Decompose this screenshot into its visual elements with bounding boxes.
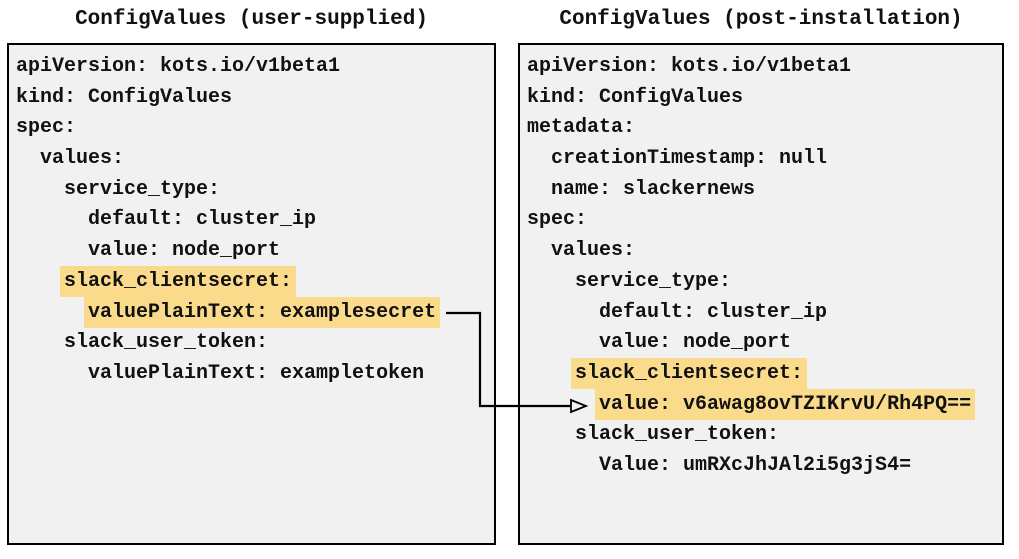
code-line: apiVersion: kots.io/v1beta1 — [527, 52, 1002, 83]
code-text: spec: — [16, 116, 77, 140]
code-text: slack_user_token: — [575, 423, 780, 447]
yaml-code-block: apiVersion: kots.io/v1beta1 kind: Config… — [9, 45, 494, 390]
code-text: spec: — [527, 208, 588, 232]
code-line: slack_clientsecret: — [527, 357, 1002, 390]
code-text: kind: ConfigValues — [527, 85, 744, 109]
code-text: name: slackernews — [551, 177, 756, 201]
code-line: slack_user_token: — [16, 328, 494, 359]
code-line: spec: — [527, 205, 1002, 236]
code-line: service_type: — [16, 175, 494, 206]
code-line: values: — [16, 144, 494, 175]
code-text: slack_user_token: — [64, 331, 269, 355]
post-installation-config-panel: apiVersion: kots.io/v1beta1 kind: Config… — [518, 43, 1004, 545]
code-text: values: — [551, 239, 636, 263]
right-panel-title: ConfigValues (post-installation) — [559, 8, 963, 31]
code-line: kind: ConfigValues — [527, 83, 1002, 114]
code-text: kind: ConfigValues — [16, 85, 233, 109]
highlighted-code-text: slack_clientsecret: — [60, 265, 297, 297]
code-line: kind: ConfigValues — [16, 83, 494, 114]
code-line: service_type: — [527, 267, 1002, 298]
code-line: spec: — [16, 113, 494, 144]
code-line: apiVersion: kots.io/v1beta1 — [16, 52, 494, 83]
code-line: value: v6awag8ovTZIKrvU/Rh4PQ== — [527, 388, 1002, 421]
code-text: service_type: — [575, 269, 732, 293]
highlighted-code-text: value: v6awag8ovTZIKrvU/Rh4PQ== — [595, 388, 976, 420]
code-text: creationTimestamp: null — [551, 147, 828, 171]
code-line: value: node_port — [16, 236, 494, 267]
code-text: values: — [40, 147, 125, 171]
code-line: Value: umRXcJhJAl2i5g3jS4= — [527, 451, 1002, 482]
code-line: name: slackernews — [527, 175, 1002, 206]
code-line: metadata: — [527, 113, 1002, 144]
code-line: values: — [527, 236, 1002, 267]
code-text: valuePlainText: exampletoken — [88, 361, 425, 385]
code-line: default: cluster_ip — [16, 205, 494, 236]
code-line: creationTimestamp: null — [527, 144, 1002, 175]
code-text: value: node_port — [599, 331, 792, 355]
code-text: service_type: — [64, 177, 221, 201]
code-line: value: node_port — [527, 328, 1002, 359]
code-line: valuePlainText: examplesecret — [16, 296, 494, 329]
user-supplied-config-panel: apiVersion: kots.io/v1beta1 kind: Config… — [7, 43, 496, 545]
code-text: metadata: — [527, 116, 636, 140]
code-text: value: node_port — [88, 239, 281, 263]
code-line: slack_clientsecret: — [16, 265, 494, 298]
code-text: Value: umRXcJhJAl2i5g3jS4= — [599, 453, 912, 477]
highlighted-code-text: valuePlainText: examplesecret — [84, 296, 441, 328]
code-text: apiVersion: kots.io/v1beta1 — [16, 55, 341, 78]
code-text: default: cluster_ip — [88, 208, 317, 232]
code-text: apiVersion: kots.io/v1beta1 — [527, 55, 852, 78]
left-panel-title: ConfigValues (user-supplied) — [75, 8, 428, 31]
code-text: default: cluster_ip — [599, 300, 828, 324]
code-line: slack_user_token: — [527, 420, 1002, 451]
highlighted-code-text: slack_clientsecret: — [571, 357, 808, 389]
code-line: default: cluster_ip — [527, 298, 1002, 329]
yaml-code-block: apiVersion: kots.io/v1beta1 kind: Config… — [520, 45, 1002, 482]
code-line: valuePlainText: exampletoken — [16, 359, 494, 390]
